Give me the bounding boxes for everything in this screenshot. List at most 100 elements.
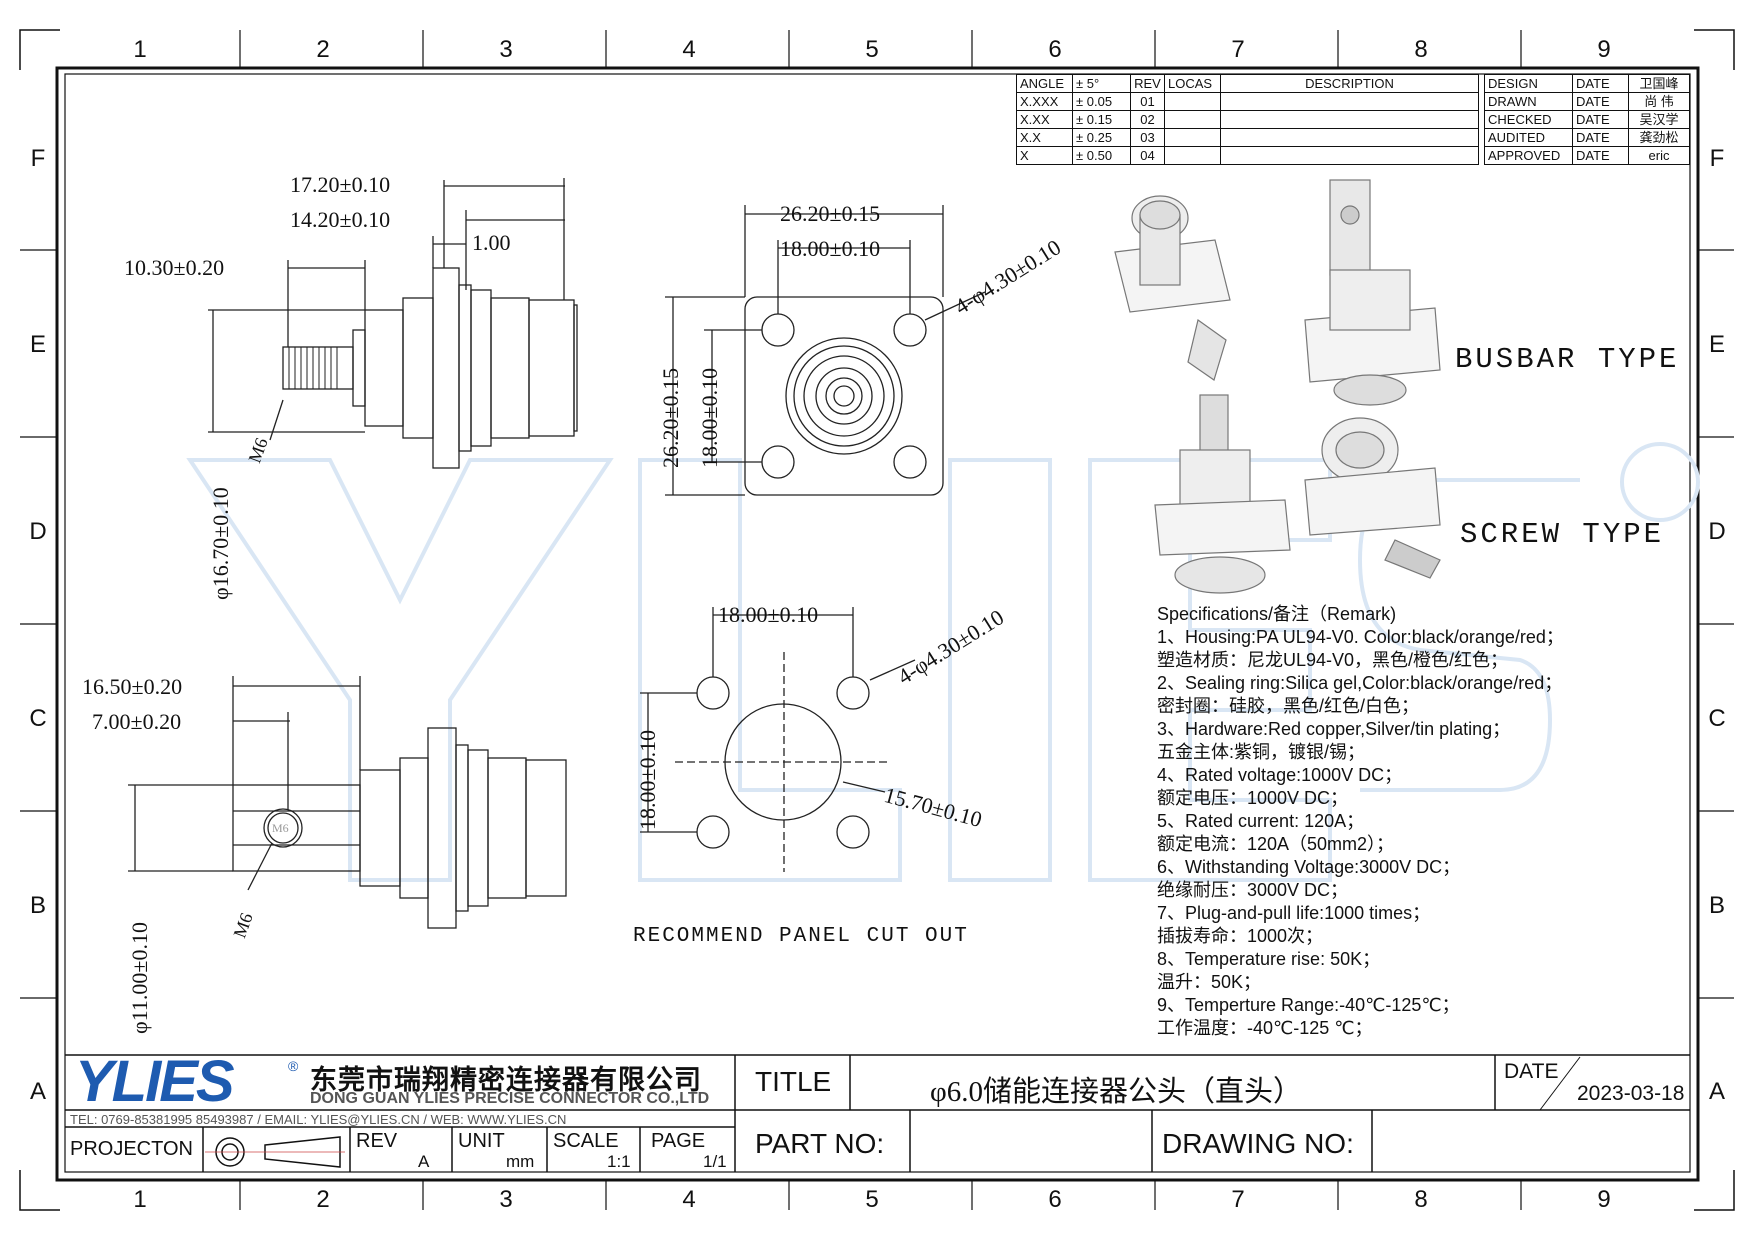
zone-row-D-right: D (1708, 518, 1726, 545)
dim-hole-spacing-y: 18.00±0.10 (697, 367, 722, 468)
zone-col-1-bottom: 1 (133, 1186, 147, 1213)
description-cell (1220, 92, 1479, 111)
signoff-date: DATE (1572, 74, 1629, 93)
specifications-block: Specifications/备注（Remark) 1、Housing:PA U… (1157, 603, 1564, 1040)
unit-label: UNIT (458, 1130, 505, 1152)
table-row: ANGLE ± 5° REV LOCAS DESCRIPTION (1016, 74, 1479, 93)
rev-number: 04 (1130, 146, 1165, 165)
busbar-type-label: BUSBAR TYPE (1455, 343, 1680, 376)
dim-cutout-spacing-x: 18.00±0.10 (718, 602, 819, 627)
zone-row-F-right: F (1709, 145, 1725, 172)
zone-col-6-bottom: 6 (1048, 1186, 1062, 1213)
zone-row-A: A (29, 1078, 46, 1105)
signoff-name: 卫国峰 (1628, 74, 1690, 93)
spec-line: 绝缘耐压：3000V DC； (1157, 880, 1349, 900)
spec-line: 插拔寿命：1000次； (1157, 926, 1324, 946)
unit-value: mm (506, 1152, 535, 1171)
dim-hole-spacing-x: 18.00±0.10 (780, 236, 881, 261)
dim-body-diameter: φ16.70±0.10 (208, 487, 233, 600)
spec-line: 8、Temperature rise: 50K； (1157, 949, 1381, 969)
locas-cell (1164, 110, 1221, 129)
company-name-en: DONG GUAN YLIES PRECISE CONNECTOR CO.,LT… (310, 1090, 710, 1107)
spec-line: 7、Plug-and-pull life:1000 times； (1157, 903, 1431, 923)
zone-col-4-bottom: 4 (682, 1186, 696, 1213)
rev-number: 03 (1130, 128, 1165, 147)
description-cell (1220, 128, 1479, 147)
spec-line: 五金主体:紫铜，镀银/锡； (1157, 742, 1366, 762)
locas-cell (1164, 92, 1221, 111)
spec-line: 3、Hardware:Red copper,Silver/tin plating… (1157, 719, 1511, 739)
scale-label: SCALE (553, 1130, 619, 1152)
spec-line: 2、Sealing ring:Silica gel,Color:black/or… (1157, 673, 1563, 693)
signoff-name: 龚劲松 (1628, 128, 1690, 147)
screw-type-label: SCREW TYPE (1460, 518, 1665, 551)
dim-body-length: 14.20±0.10 (290, 207, 391, 232)
tol-label: ANGLE (1016, 74, 1073, 93)
zone-row-B: B (29, 892, 46, 919)
thread-label-m6-inner: M6 (272, 821, 289, 835)
rev-header: REV (1130, 74, 1165, 93)
rev-label: REV (356, 1130, 398, 1152)
zone-row-D: D (29, 518, 47, 545)
table-row: CHECKED DATE 吴汉学 (1484, 110, 1690, 129)
side-view-bottom (128, 676, 567, 929)
signoff-role: DRAWN (1484, 92, 1573, 111)
dim-overall-length: 17.20±0.10 (290, 172, 391, 197)
signoff-name: 吴汉学 (1628, 110, 1690, 129)
signoff-name: 尚 伟 (1628, 92, 1690, 111)
zone-row-C-right: C (1708, 705, 1726, 732)
description-cell (1220, 146, 1479, 165)
signoff-date: DATE (1572, 146, 1629, 165)
zone-col-3: 3 (499, 36, 513, 63)
render-screw-1 (1154, 394, 1291, 594)
rev-number: 01 (1130, 92, 1165, 111)
scale-value: 1:1 (607, 1152, 631, 1171)
dim-flange-thickness: 1.00 (472, 230, 511, 255)
zone-col-3-bottom: 3 (499, 1186, 513, 1213)
zone-row-A-right: A (1708, 1078, 1725, 1105)
locas-cell (1164, 128, 1221, 147)
table-row: X ± 0.50 04 (1016, 146, 1479, 165)
zone-col-1: 1 (133, 36, 147, 63)
zone-col-9: 9 (1597, 36, 1611, 63)
dim-bottom-overall: 16.50±0.20 (82, 674, 183, 699)
spec-line: 5、Rated current: 120A； (1157, 811, 1365, 831)
tolerance-revision-table: ANGLE ± 5° REV LOCAS DESCRIPTION X.XXX ±… (1016, 74, 1479, 165)
zone-col-9-bottom: 9 (1597, 1186, 1611, 1213)
tol-value: ± 0.50 (1072, 146, 1131, 165)
corner-marks (19, 29, 1735, 1211)
spec-line: 1、Housing:PA UL94-V0. Color:black/orange… (1157, 627, 1564, 647)
signoff-role: DESIGN (1484, 74, 1573, 93)
signoff-name: eric (1628, 146, 1690, 165)
signoff-role: CHECKED (1484, 110, 1573, 129)
zone-col-5: 5 (865, 36, 879, 63)
zone-row-E-right: E (1708, 331, 1725, 358)
zone-col-7: 7 (1231, 36, 1245, 63)
render-busbar-2 (1304, 179, 1441, 406)
spec-line: 额定电流：120A（50mm2）； (1157, 834, 1395, 854)
signoff-date: DATE (1572, 128, 1629, 147)
spec-line: 塑造材质：尼龙UL94-V0，黑色/橙色/红色； (1157, 650, 1509, 670)
tol-value: ± 0.15 (1072, 110, 1131, 129)
company-logo: YLIES (75, 1049, 235, 1114)
table-row: DRAWN DATE 尚 伟 (1484, 92, 1690, 111)
zone-col-8-bottom: 8 (1414, 1186, 1428, 1213)
cutout-caption: RECOMMEND PANEL CUT OUT (633, 925, 969, 948)
table-row: APPROVED DATE eric (1484, 146, 1690, 165)
page-label: PAGE (651, 1130, 706, 1152)
table-row: X.XXX ± 0.05 01 (1016, 92, 1479, 111)
zone-row-E: E (29, 331, 46, 358)
render-screw-2 (1304, 417, 1441, 579)
spec-line: 工作温度：-40℃-125 ℃； (1157, 1018, 1373, 1038)
part-no-label: PART NO: (755, 1128, 885, 1159)
date-label: DATE (1504, 1060, 1559, 1083)
description-header: DESCRIPTION (1220, 74, 1479, 93)
inner-border (64, 73, 1691, 1173)
dim-bottom-stud: 7.00±0.20 (92, 709, 182, 734)
signoff-date: DATE (1572, 92, 1629, 111)
zone-row-B-right: B (1708, 892, 1725, 919)
tol-label: X.X (1016, 128, 1073, 147)
page-value: 1/1 (703, 1152, 727, 1171)
zone-col-2: 2 (316, 36, 330, 63)
spec-line: 6、Withstanding Voltage:3000V DC； (1157, 857, 1461, 877)
